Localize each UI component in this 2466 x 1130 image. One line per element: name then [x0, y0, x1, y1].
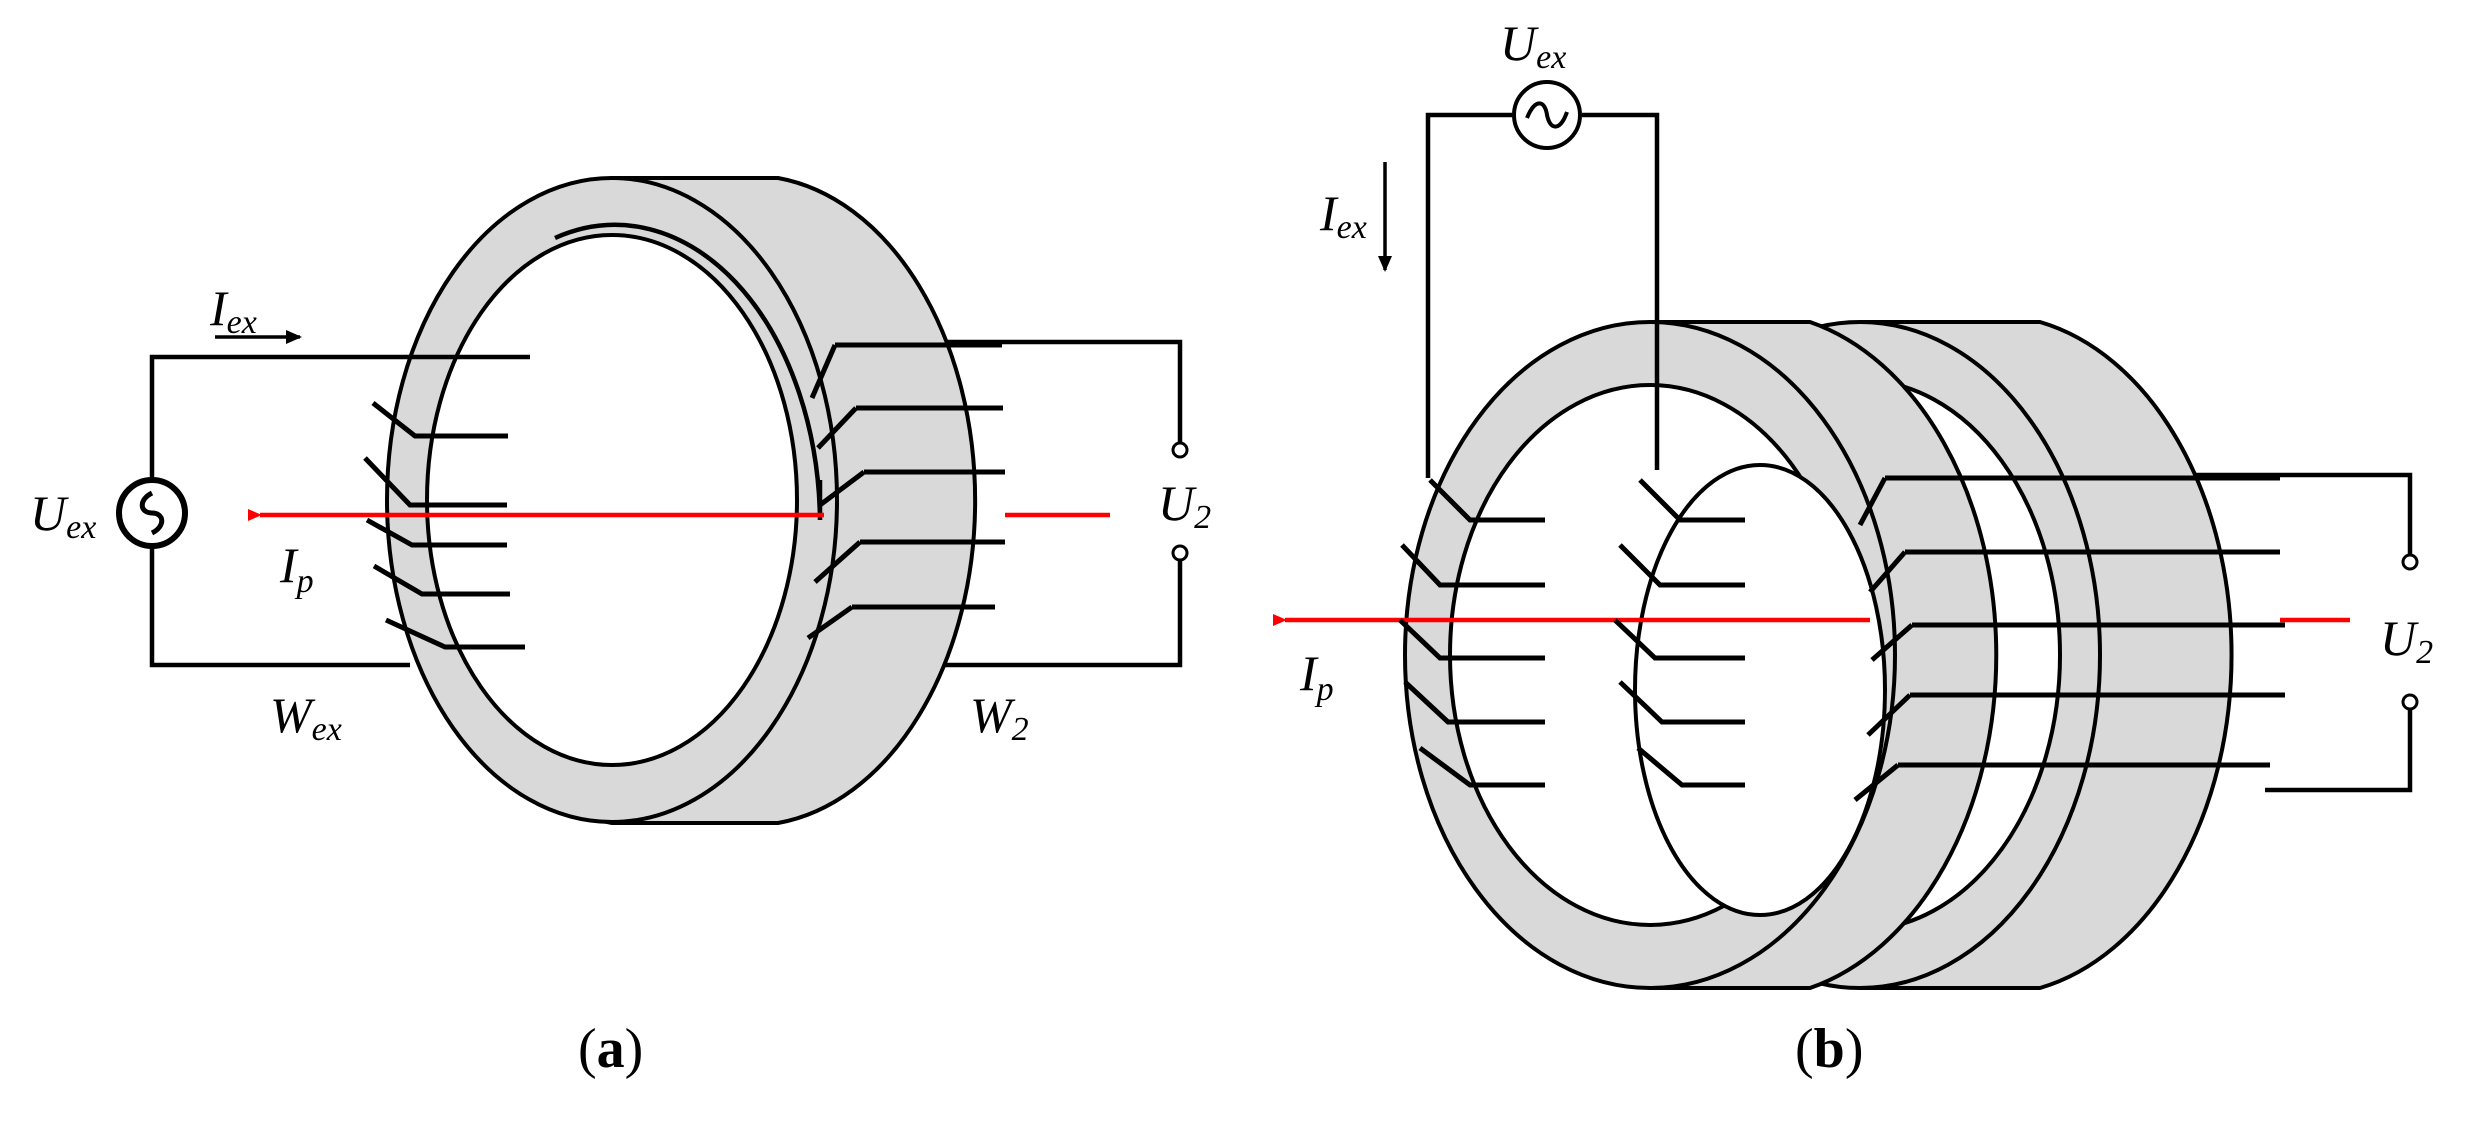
panel-a: Iex Uex Ip Wex W2 U2 (a): [30, 176, 1211, 1080]
secondary-winding: [806, 342, 1005, 641]
secondary-wire-b-bottom: [2265, 705, 2413, 793]
label-secondary-voltage-b: U2: [2380, 610, 2433, 671]
toroidal-core-icon-front: [1403, 320, 1999, 990]
terminal-b-bottom: [2401, 693, 2419, 711]
terminal-bottom: [1171, 544, 1189, 562]
label-excitation-winding-a: Wex: [270, 687, 342, 748]
terminal-top: [1171, 441, 1189, 459]
label-excitation-voltage-a: Uex: [30, 485, 96, 546]
label-primary-current-a: Ip: [279, 537, 314, 600]
caption-b: (b): [1795, 1018, 1863, 1080]
label-excitation-current-b: Iex: [1319, 185, 1367, 246]
excitation-wire-b: [1425, 112, 1512, 478]
ac-source-icon: [1512, 80, 1582, 150]
label-excitation-voltage-b: Uex: [1500, 15, 1566, 76]
secondary-wire-bottom: [860, 556, 1183, 668]
panel-b: Uex Iex Ip U2 (b): [1273, 15, 2433, 1080]
label-secondary-voltage-a: U2: [1158, 475, 1211, 536]
secondary-winding-b: [1853, 475, 2285, 802]
terminal-b-top: [2401, 553, 2419, 571]
excitation-wire-b-right: [1582, 112, 1660, 320]
excitation-winding-b: [1398, 478, 1745, 788]
label-primary-current-b: Ip: [1299, 645, 1334, 708]
excitation-winding: [363, 401, 525, 650]
label-secondary-winding-a: W2: [970, 687, 1029, 748]
toroidal-core-icon: [385, 176, 978, 825]
ac-source-icon: [116, 477, 188, 549]
excitation-wire-bottom: [149, 548, 410, 668]
label-excitation-current-a: Iex: [209, 280, 257, 341]
excitation-wire-top: [149, 354, 530, 478]
caption-a: (a): [578, 1018, 643, 1080]
